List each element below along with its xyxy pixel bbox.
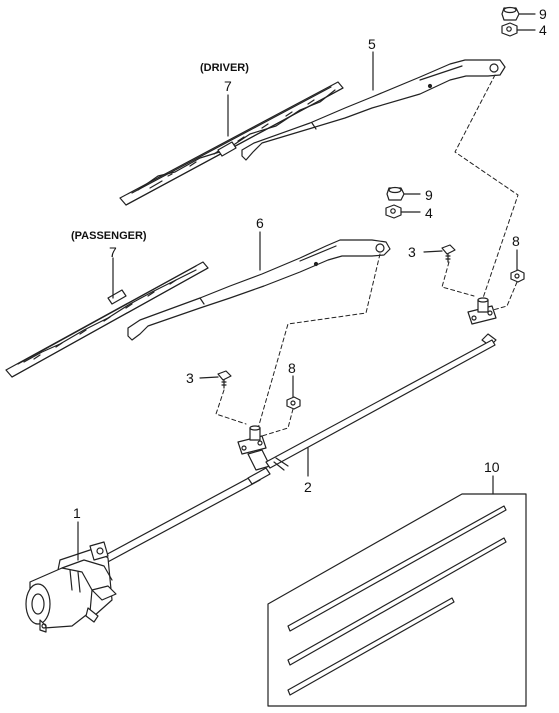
callout-10-refill-kit: 10 (484, 459, 500, 475)
left-pivot-nut-8 (286, 396, 301, 410)
driver-wiper-arm (241, 59, 506, 161)
wiper-refill-kit (267, 493, 527, 707)
right-wiper-pivot (467, 297, 497, 347)
wiper-motor (25, 541, 117, 633)
assembly-dashed-lines (215, 74, 519, 437)
driver-arm-cap-9 (501, 6, 520, 21)
wiper-linkage-rod (99, 339, 496, 565)
callout-7-passenger-blade: 7 (109, 244, 117, 260)
callout-3-right-bolt: 3 (408, 244, 416, 260)
passenger-arm-cap-9 (386, 186, 405, 201)
callout-9-driver-cap: 9 (539, 6, 547, 22)
callout-1-motor: 1 (73, 505, 81, 521)
passenger-arm-nut-4 (385, 204, 402, 219)
right-pivot-nut-8 (510, 269, 525, 283)
left-wiper-pivot (237, 425, 271, 471)
callout-2-link-rod: 2 (304, 479, 312, 495)
callout-3-left-bolt: 3 (186, 370, 194, 386)
passenger-caption: (PASSENGER) (71, 230, 147, 242)
callout-4-driver-nut: 4 (539, 22, 547, 38)
callout-4-passenger-nut: 4 (425, 205, 433, 221)
passenger-wiper-arm (127, 239, 391, 341)
callout-5-driver-arm: 5 (368, 36, 376, 52)
callout-9-passenger-cap: 9 (425, 187, 433, 203)
callout-8-right-nut: 8 (512, 233, 520, 249)
callout-6-passenger-arm: 6 (256, 215, 264, 231)
callout-8-left-nut: 8 (288, 360, 296, 376)
callout-7-driver-blade: 7 (224, 78, 232, 94)
driver-caption: (DRIVER) (200, 62, 249, 74)
passenger-wiper-blade (5, 261, 209, 378)
driver-arm-nut-4 (501, 22, 518, 37)
right-pivot-bolt-3 (441, 244, 456, 263)
left-pivot-bolt-3 (217, 370, 232, 389)
driver-wiper-blade (119, 81, 344, 206)
